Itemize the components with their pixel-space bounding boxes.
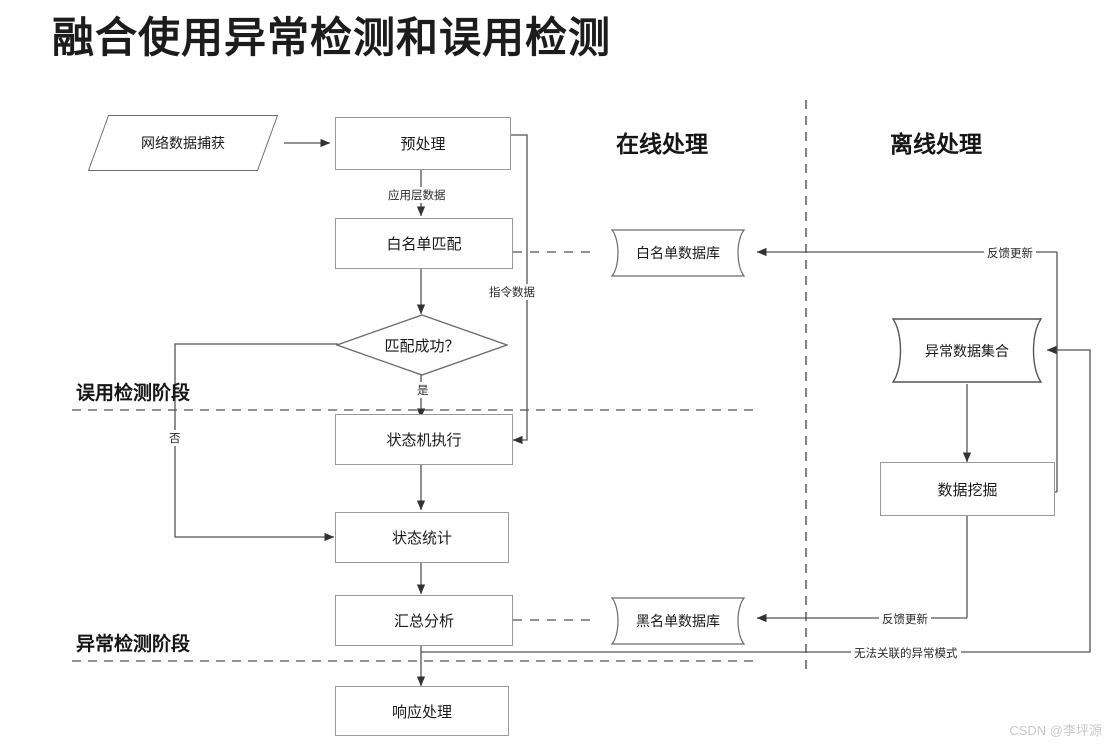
edge-no-branch [174, 343, 338, 542]
node-anomalyset-label: 异常数据集合 [925, 342, 1009, 359]
lane-title-online: 在线处理 [616, 131, 708, 157]
edge-label-cmddata: 指令数据 [486, 284, 538, 300]
node-matchok[interactable]: 匹配成功？ [336, 314, 508, 376]
edge-label-feedback-bottom: 反馈更新 [879, 611, 931, 627]
node-datamining[interactable]: 数据挖掘 [880, 462, 1055, 516]
node-statestat[interactable]: 状态统计 [335, 512, 509, 563]
node-summary[interactable]: 汇总分析 [335, 595, 513, 646]
edge-label-unlinked: 无法关联的异常模式 [851, 645, 961, 661]
phase-label-anomaly: 异常检测阶段 [76, 634, 191, 655]
node-response[interactable]: 响应处理 [335, 686, 509, 736]
node-whitedb[interactable]: 白名单数据库 [598, 228, 758, 278]
edge-label-applayer: 应用层数据 [385, 187, 449, 203]
node-anomalyset[interactable]: 异常数据集合 [877, 317, 1057, 384]
phase-label-misuse: 误用检测阶段 [76, 383, 191, 404]
node-whitedb-label: 白名单数据库 [636, 245, 720, 261]
watermark: CSDN @李坪源 [1009, 723, 1102, 738]
node-blackdb-label: 黑名单数据库 [636, 613, 720, 629]
node-capture-label: 网络数据捕获 [141, 135, 225, 151]
page-title: 融合使用异常检测和误用检测 [52, 14, 612, 61]
lane-title-offline: 离线处理 [890, 131, 982, 157]
node-blackdb[interactable]: 黑名单数据库 [598, 596, 758, 646]
edge-label-feedback-top: 反馈更新 [984, 245, 1036, 261]
edge-label-yes: 是 [414, 382, 432, 398]
node-preprocess[interactable]: 预处理 [335, 117, 511, 170]
node-statemachine[interactable]: 状态机执行 [335, 414, 513, 465]
node-matchok-label: 匹配成功？ [384, 337, 460, 355]
node-capture[interactable]: 网络数据捕获 [87, 115, 279, 171]
node-whitematch[interactable]: 白名单匹配 [335, 218, 513, 269]
edge-label-no: 否 [166, 430, 184, 446]
